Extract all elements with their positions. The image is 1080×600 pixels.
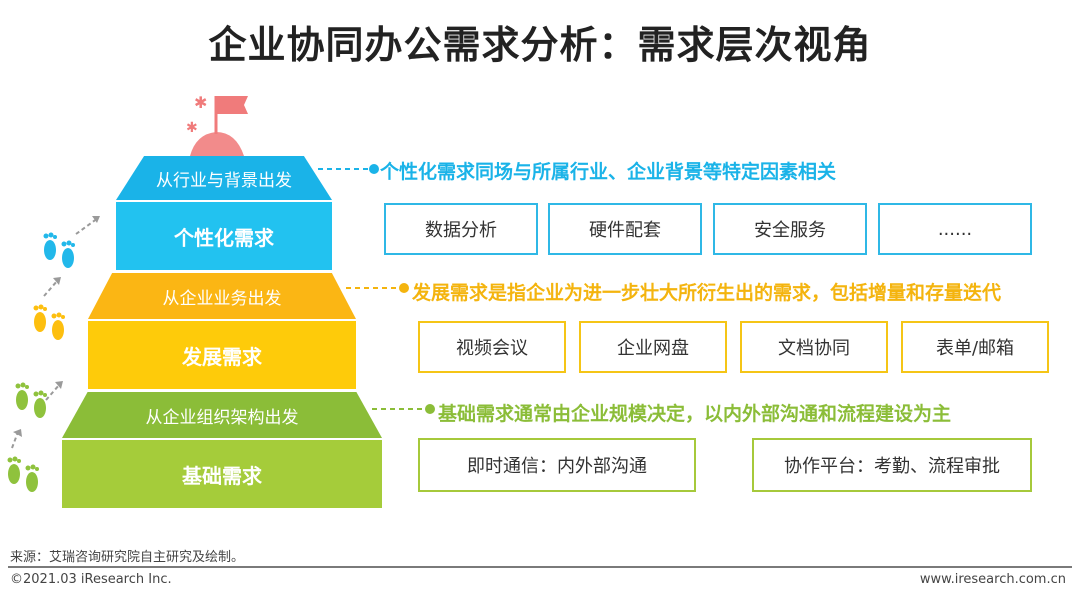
footprints-icon [15, 382, 47, 418]
footprints-icon [33, 304, 65, 340]
item-box: 表单/邮箱 [901, 321, 1049, 373]
copyright: ©2021.03 iResearch Inc. [10, 572, 172, 587]
source-note: 来源：艾瑞咨询研究院自主研究及绘制。 [10, 550, 245, 565]
tier-development-label: 发展需求 [88, 321, 356, 389]
footprints-icon [43, 232, 75, 268]
tier-personalized-label: 个性化需求 [116, 202, 332, 270]
item-box: 数据分析 [384, 203, 538, 255]
item-box: 视频会议 [418, 321, 566, 373]
development-description: 发展需求是指企业为进一步壮大所衍生出的需求，包括增量和存量迭代 [412, 282, 1002, 304]
item-box: ...... [878, 203, 1032, 255]
connector-personalized [318, 164, 379, 174]
website-url: www.iresearch.com.cn [919, 572, 1066, 587]
tier-personalized-cap: 从行业与背景出发 [116, 156, 332, 200]
connector-basic [372, 404, 435, 414]
dashed-arrow-icon [45, 381, 63, 401]
dashed-arrow-icon [75, 216, 100, 235]
flag-icon: ✱ ✱ [186, 93, 248, 156]
personalized-description: 个性化需求同场与所属行业、企业背景等特定因素相关 [380, 161, 837, 183]
item-box: 安全服务 [713, 203, 867, 255]
item-box: 文档协同 [740, 321, 888, 373]
item-box: 即时通信：内外部沟通 [418, 438, 696, 492]
item-box: 企业网盘 [579, 321, 727, 373]
connector-development [346, 283, 409, 293]
item-box: 硬件配套 [548, 203, 702, 255]
page-title: 企业协同办公需求分析：需求层次视角 [208, 23, 872, 67]
footer-divider [8, 566, 1072, 568]
dashed-arrow-icon [11, 429, 22, 449]
dashed-arrow-icon [43, 277, 61, 297]
svg-text:✱: ✱ [186, 120, 198, 136]
basic-description: 基础需求通常由企业规模决定，以内外部沟通和流程建设为主 [438, 403, 952, 425]
tier-basic-label: 基础需求 [62, 440, 382, 508]
item-box: 协作平台：考勤、流程审批 [752, 438, 1032, 492]
tier-development-cap: 从企业业务出发 [88, 273, 356, 319]
footprints-icon [7, 456, 39, 492]
tier-basic-cap: 从企业组织架构出发 [62, 392, 382, 438]
svg-text:✱: ✱ [194, 93, 207, 112]
